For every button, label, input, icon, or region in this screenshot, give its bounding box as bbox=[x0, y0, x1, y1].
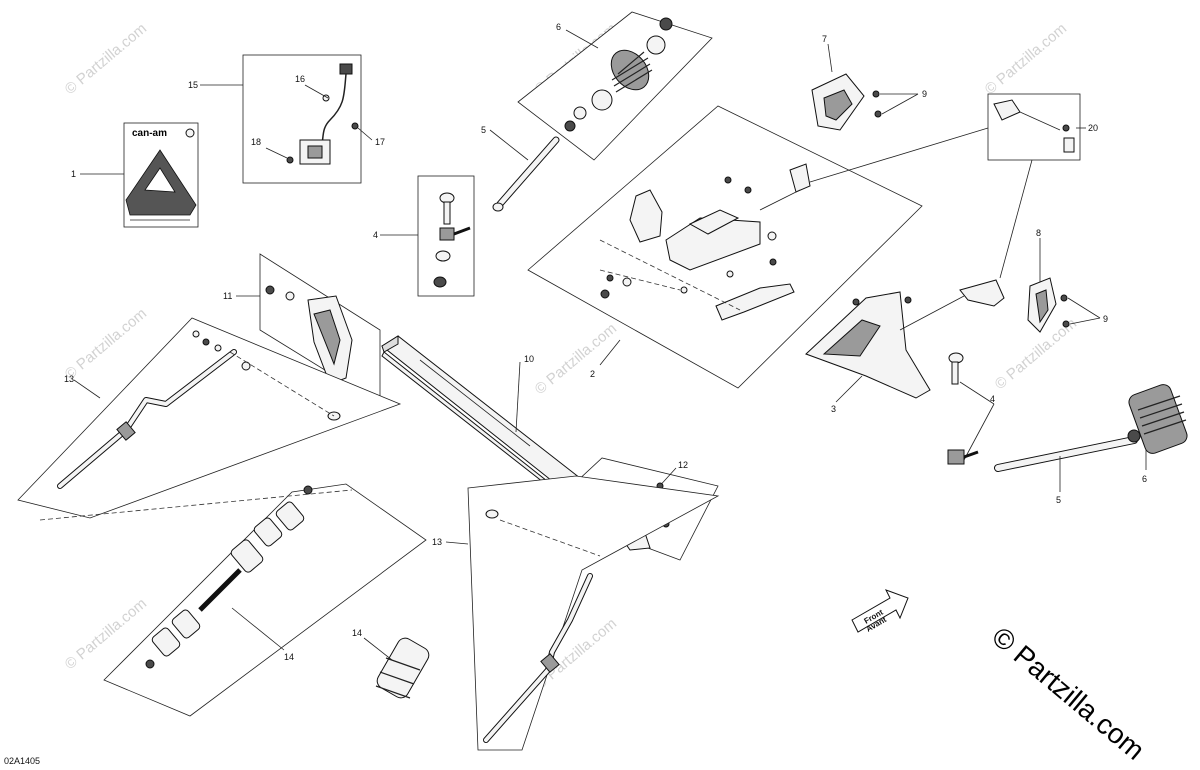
callout-18: 18 bbox=[251, 137, 261, 147]
brand-watermark: © Partzilla.com bbox=[986, 621, 1150, 766]
front-direction-arrow: Front Avant bbox=[851, 589, 909, 634]
owner-manual-part[interactable]: can-am bbox=[123, 122, 199, 228]
callout-17: 17 bbox=[375, 137, 385, 147]
ball-joint-part[interactable] bbox=[433, 192, 471, 288]
footrest-pad-part[interactable] bbox=[1027, 277, 1070, 333]
watermark: © Partzilla.com bbox=[982, 20, 1070, 98]
callout-6: 6 bbox=[556, 22, 561, 32]
shaft-rod-part[interactable] bbox=[994, 436, 1138, 472]
diagram-code: 02A1405 bbox=[4, 756, 40, 766]
callout-1: 1 bbox=[71, 169, 76, 179]
callout-7: 7 bbox=[822, 34, 827, 44]
watermark: © Partzilla.com bbox=[62, 305, 150, 383]
callout-9: 9 bbox=[1103, 314, 1108, 324]
callout-5: 5 bbox=[481, 125, 486, 135]
footrest-pad-part[interactable] bbox=[811, 73, 882, 131]
shift-lever-part[interactable] bbox=[483, 509, 601, 743]
crossbeam-part[interactable] bbox=[381, 335, 581, 502]
callout-11: 11 bbox=[223, 291, 232, 301]
watermark: © Partzilla.com bbox=[532, 320, 620, 398]
footrest-bracket-part[interactable] bbox=[805, 279, 1005, 399]
callout-16: 16 bbox=[295, 74, 305, 84]
lever-kit-box bbox=[17, 317, 402, 519]
heel-guard-part[interactable] bbox=[265, 285, 353, 385]
callout-20: 20 bbox=[1088, 123, 1098, 133]
callout-2: 2 bbox=[590, 369, 595, 379]
bushing-set-part[interactable] bbox=[374, 635, 431, 700]
watermark: © Partzilla.com bbox=[62, 20, 150, 98]
callout-14: 14 bbox=[352, 628, 362, 638]
callout-6: 6 bbox=[1142, 474, 1147, 484]
shift-lever-part[interactable] bbox=[57, 330, 341, 489]
spring-damper-part[interactable] bbox=[1127, 382, 1190, 455]
callout-4: 4 bbox=[990, 394, 995, 404]
shaft-rod-part[interactable] bbox=[492, 136, 560, 212]
callout-5: 5 bbox=[1056, 495, 1061, 505]
callout-9: 9 bbox=[922, 89, 927, 99]
spring-damper-part[interactable] bbox=[564, 17, 673, 132]
callout-13: 13 bbox=[432, 537, 442, 547]
callout-12: 12 bbox=[678, 460, 688, 470]
manual-cover-title: can-am bbox=[132, 128, 167, 139]
callout-14: 14 bbox=[284, 652, 294, 662]
callout-4: 4 bbox=[373, 230, 378, 240]
callout-10: 10 bbox=[524, 354, 534, 364]
callout-3: 3 bbox=[831, 404, 836, 414]
callout-8: 8 bbox=[1036, 228, 1041, 238]
bushing-set-part[interactable] bbox=[39, 485, 353, 669]
ball-joint-part[interactable] bbox=[947, 449, 979, 465]
callout-13: 13 bbox=[64, 374, 74, 384]
harness-part[interactable] bbox=[286, 63, 359, 165]
mounting-bracket-part[interactable] bbox=[599, 163, 811, 321]
callout-15: 15 bbox=[188, 80, 198, 90]
lever-kit-box bbox=[467, 475, 720, 751]
cable-end-part[interactable] bbox=[993, 99, 1075, 153]
